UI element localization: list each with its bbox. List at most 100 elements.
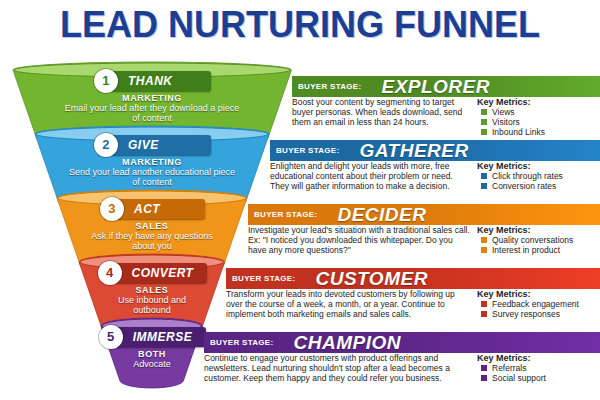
metric-name: Views [492, 107, 515, 117]
step-number: 2 [94, 133, 118, 157]
team-label: SALES [104, 285, 200, 295]
metric-item: Referrals [477, 363, 597, 373]
stage-description: Boost your content by segmenting to targ… [292, 97, 470, 127]
buyer-stage-band: BUYER STAGE: DECIDER [248, 204, 600, 225]
metric-item: Views [477, 107, 597, 117]
key-metrics-list: Key Metrics:ReferralsSocial support [477, 353, 597, 383]
funnel-layer-body [13, 62, 291, 146]
buyer-stage-band: BUYER STAGE: CUSTOMER [226, 268, 600, 289]
bullet-square [481, 119, 487, 125]
metrics-heading: Key Metrics: [477, 97, 597, 107]
metric-item: Feedback engagement [477, 299, 597, 309]
metrics-heading: Key Metrics: [477, 225, 597, 235]
bullet-square [481, 247, 487, 253]
stage-key: BUYER STAGE: [210, 338, 273, 347]
stage-description: Investigate your lead's situation with a… [248, 225, 470, 255]
step-badge: 1THANK [99, 71, 211, 91]
bullet-square [481, 237, 487, 243]
metric-item: Survey responses [477, 309, 597, 319]
step-name: ACT [134, 202, 160, 216]
funnel-layer: BOTHAdvocate5IMMERSE [101, 318, 202, 390]
stage-description-area: Enlighten and delight your leads with mo… [270, 161, 470, 191]
stage-description: Continue to engage your customers with p… [204, 353, 470, 383]
step-description: Email your lead after they download a pi… [64, 103, 240, 123]
bullet-square [481, 365, 487, 371]
step-name: THANK [128, 74, 173, 88]
step-description: Use inbound and outbound [104, 295, 200, 315]
metrics-heading: Key Metrics: [477, 161, 597, 171]
title-area: LEAD NURTURING FUNNEL [0, 4, 600, 45]
layer-text-column: SALESAsk if they have any questions abou… [82, 221, 222, 251]
step-number: 5 [99, 325, 123, 349]
bullet-square [481, 375, 487, 381]
funnel-layer-body [35, 126, 269, 210]
buyer-stage-band: BUYER STAGE: EXPLORER [292, 76, 600, 97]
team-label: BOTH [120, 349, 184, 359]
stage-key: BUYER STAGE: [232, 274, 295, 283]
stage-description-area: Transform your leads into devoted custom… [226, 289, 470, 319]
step-name: IMMERSE [133, 330, 193, 344]
stage-key: BUYER STAGE: [276, 146, 339, 155]
key-metrics-list: Key Metrics:Quality conversationsInteres… [477, 225, 597, 255]
stage-description: Transform your leads into devoted custom… [226, 289, 470, 319]
metric-name: Social support [492, 373, 546, 383]
key-metrics-list: Key Metrics:Feedback engagementSurvey re… [477, 289, 597, 319]
metric-name: Click through rates [492, 171, 563, 181]
step-number: 3 [100, 197, 124, 221]
stage-name: GATHERER [359, 140, 468, 161]
key-metrics-list: Key Metrics:ViewsVisitorsInbound Links [477, 97, 597, 137]
metric-name: Feedback engagement [492, 299, 579, 309]
step-badge: 4CONVERT [103, 263, 208, 283]
bullet-square [481, 311, 487, 317]
team-label: SALES [82, 221, 222, 231]
metric-item: Social support [477, 373, 597, 383]
stage-description-area: Investigate your lead's situation with a… [248, 225, 470, 255]
bullet-square [481, 109, 487, 115]
metric-item: Quality conversations [477, 235, 597, 245]
metric-item: Conversion rates [477, 181, 597, 191]
stage-name: CUSTOMER [315, 268, 427, 289]
bullet-square [481, 183, 487, 189]
step-badge: 3ACT [105, 199, 205, 219]
metric-name: Visitors [492, 117, 520, 127]
key-metrics-list: Key Metrics:Click through ratesConversio… [477, 161, 597, 191]
metric-name: Inbound Links [492, 127, 545, 137]
stage-key: BUYER STAGE: [298, 82, 361, 91]
metric-name: Quality conversations [492, 235, 573, 245]
buyer-stage-band: BUYER STAGE: CHAMPION [204, 332, 600, 353]
metrics-heading: Key Metrics: [477, 353, 597, 363]
bullet-square [481, 129, 487, 135]
layer-text-column: MARKETINGSend your lead another educatio… [64, 157, 240, 187]
step-badge: 5IMMERSE [104, 327, 207, 347]
metric-item: Visitors [477, 117, 597, 127]
step-description: Send your lead another educational piece… [64, 167, 240, 187]
bullet-square [481, 173, 487, 179]
stage-key: BUYER STAGE: [254, 210, 317, 219]
step-number: 1 [94, 69, 118, 93]
stage-description-area: Boost your content by segmenting to targ… [292, 97, 470, 127]
metric-item: Interest in product [477, 245, 597, 255]
funnel-layer-body [57, 190, 247, 274]
buyer-stage-band: BUYER STAGE: GATHERER [270, 140, 600, 161]
metric-item: Click through rates [477, 171, 597, 181]
team-label: MARKETING [64, 157, 240, 167]
step-number: 4 [98, 261, 122, 285]
metric-name: Interest in product [492, 245, 560, 255]
metric-name: Referrals [492, 363, 526, 373]
layer-text-column: MARKETINGEmail your lead after they down… [64, 93, 240, 123]
stage-name: CHAMPION [293, 332, 400, 353]
metrics-heading: Key Metrics: [477, 289, 597, 299]
step-name: CONVERT [132, 266, 194, 280]
stage-name: EXPLORER [381, 76, 490, 97]
team-label: MARKETING [64, 93, 240, 103]
metric-name: Survey responses [492, 309, 560, 319]
step-description: Advocate [120, 359, 184, 369]
step-name: GIVE [128, 138, 159, 152]
stage-name: DECIDER [337, 204, 426, 225]
bullet-square [481, 301, 487, 307]
layer-text-column: BOTHAdvocate [120, 349, 184, 369]
layer-text-column: SALESUse inbound and outbound [104, 285, 200, 315]
step-badge: 2GIVE [99, 135, 211, 155]
stage-description-area: Continue to engage your customers with p… [204, 353, 470, 383]
